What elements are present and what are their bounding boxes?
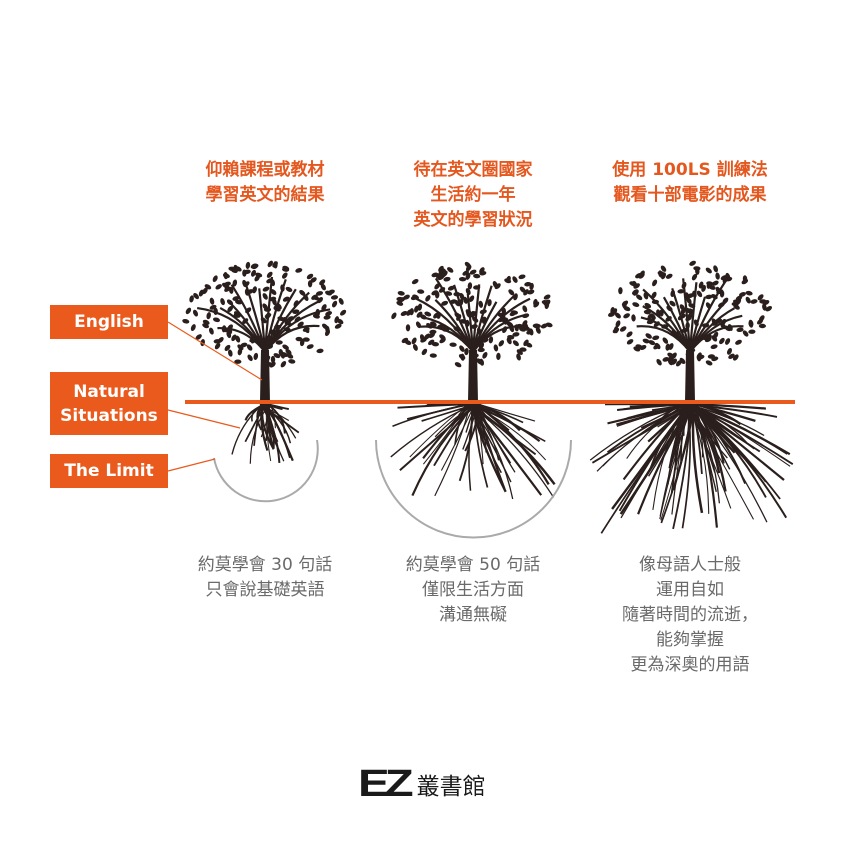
label-line: Situations bbox=[60, 405, 158, 426]
desc-line: 更為深奧的用語 bbox=[630, 655, 750, 675]
heading-abroad: 待在英文圈國家 生活約一年 英文的學習狀況 bbox=[363, 158, 583, 233]
label-english: English bbox=[50, 305, 168, 339]
heading-line: 學習英文的結果 bbox=[205, 185, 325, 205]
desc-line: 約莫學會 50 句話 bbox=[405, 555, 541, 575]
heading-line: 待在英文圈國家 bbox=[413, 160, 533, 180]
label-natural-situations: Natural Situations bbox=[50, 372, 168, 435]
english-connector bbox=[167, 321, 263, 381]
desc-line: 像母語人士般 bbox=[639, 555, 741, 575]
heading-100ls: 使用 100LS 訓練法 觀看十部電影的成果 bbox=[580, 158, 800, 208]
heading-line: 英文的學習狀況 bbox=[413, 210, 533, 230]
heading-line: 觀看十部電影的成果 bbox=[613, 185, 767, 205]
desc-line: 僅限生活方面 bbox=[422, 580, 524, 600]
heading-line: 使用 100LS 訓練法 bbox=[612, 160, 768, 180]
description-abroad: 約莫學會 50 句話 僅限生活方面 溝通無礙 bbox=[363, 553, 583, 628]
desc-line: 運用自如 bbox=[656, 580, 724, 600]
publisher-logo: EZ 叢書館 bbox=[358, 765, 486, 803]
limit-connector bbox=[167, 458, 216, 472]
heading-courses: 仰賴課程或教材 學習英文的結果 bbox=[155, 158, 375, 208]
logo-mark: EZ bbox=[358, 763, 414, 805]
label-the-limit: The Limit bbox=[50, 454, 168, 488]
limit-arc-1 bbox=[213, 439, 319, 503]
desc-line: 約莫學會 30 句話 bbox=[197, 555, 333, 575]
logo-name: 叢書館 bbox=[416, 774, 486, 800]
description-courses: 約莫學會 30 句話 只會說基礎英語 bbox=[155, 553, 375, 603]
tree-shallow-roots bbox=[182, 260, 347, 464]
desc-line: 能夠掌握 bbox=[656, 630, 724, 650]
heading-line: 仰賴課程或教材 bbox=[205, 160, 325, 180]
label-line: Natural bbox=[73, 381, 145, 402]
desc-line: 溝通無礙 bbox=[439, 605, 507, 625]
tree-medium-roots bbox=[390, 261, 556, 500]
desc-line: 隨著時間的流逝， bbox=[622, 605, 758, 625]
natural-connector bbox=[167, 409, 241, 429]
limit-arc-2 bbox=[375, 439, 572, 539]
desc-line: 只會說基礎英語 bbox=[205, 580, 325, 600]
tree-deep-roots bbox=[589, 260, 794, 534]
description-100ls: 像母語人士般 運用自如 隨著時間的流逝， 能夠掌握 更為深奧的用語 bbox=[580, 553, 800, 678]
heading-line: 生活約一年 bbox=[430, 185, 516, 205]
